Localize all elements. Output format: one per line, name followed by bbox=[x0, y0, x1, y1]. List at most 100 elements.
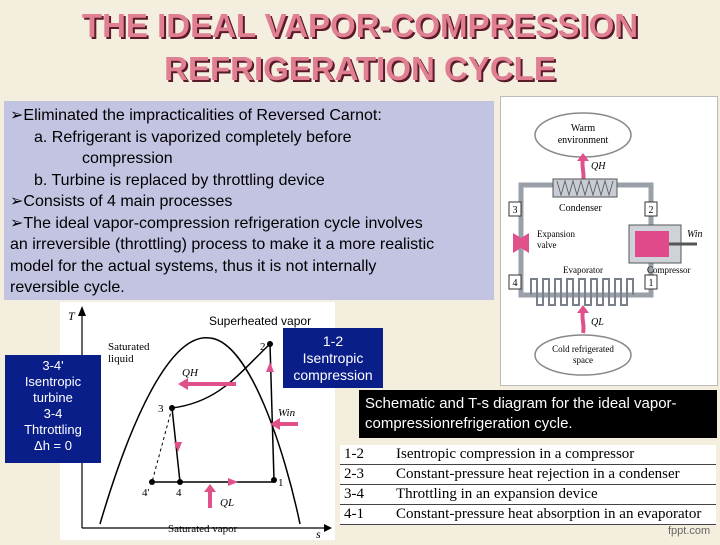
t-axis-label: T bbox=[68, 309, 76, 323]
expansion-label: valve bbox=[537, 240, 557, 250]
title-line-1: THE IDEAL VAPOR-COMPRESSION bbox=[81, 7, 639, 44]
state-label: 4' bbox=[142, 487, 150, 499]
cold-space-label: Cold refrigerated bbox=[552, 344, 614, 354]
state-label: 3 bbox=[158, 403, 164, 415]
schematic-diagram: Warm environment QH Condenser 3 2 4 1 Ex… bbox=[508, 112, 703, 376]
state-number: 4 bbox=[513, 278, 518, 289]
process-number: 4-1 bbox=[340, 504, 392, 525]
condenser-label: Condenser bbox=[559, 203, 602, 214]
state-point-3 bbox=[169, 405, 175, 411]
footer-watermark: fppt.com bbox=[668, 525, 711, 537]
throttling-info-box: 3-4' Isentropic turbine 3-4 Thtrottling … bbox=[5, 355, 101, 463]
bullet-line: ➢The ideal vapor-compression refrigerati… bbox=[10, 214, 423, 232]
superheated-vapor-label: Superheated vapor bbox=[209, 314, 312, 328]
ql-arrowhead-icon bbox=[577, 305, 589, 313]
title-line-2: REFRIGERATION CYCLE bbox=[164, 50, 556, 87]
info-line: Isentropic bbox=[302, 350, 364, 366]
info-line: 3-4' bbox=[42, 358, 64, 373]
process-table: 1-2 Isentropic compression in a compress… bbox=[340, 445, 716, 525]
ql-arrowhead-icon bbox=[204, 484, 216, 492]
compression-info-box: 1-2 Isentropic compression bbox=[283, 328, 383, 388]
bullet-line: ➢Consists of 4 main processes bbox=[10, 193, 233, 210]
bullet-line: model for the actual systems, thus it is… bbox=[10, 257, 377, 275]
state-point-1 bbox=[271, 477, 277, 483]
win-label: Win bbox=[687, 229, 703, 240]
process-3-4prime bbox=[151, 407, 173, 483]
qh-label: QH bbox=[591, 161, 606, 172]
qh-arrowhead-icon bbox=[178, 378, 188, 390]
table-row: 3-4 Throttling in an expansion device bbox=[340, 484, 716, 505]
state-point-4prime bbox=[149, 479, 155, 485]
state-label: 1 bbox=[278, 477, 284, 489]
condenser-shape bbox=[552, 178, 618, 198]
bullet-line: compression bbox=[82, 150, 173, 167]
process-description: Isentropic compression in a compressor bbox=[392, 445, 716, 465]
process-number: 1-2 bbox=[340, 445, 392, 465]
win-arrowhead-icon bbox=[270, 418, 280, 430]
qh-arrow-icon bbox=[580, 158, 586, 182]
ql-label: QL bbox=[591, 317, 604, 328]
compressor-label: Compressor bbox=[647, 265, 691, 275]
evaporator-label: Evaporator bbox=[563, 265, 603, 275]
evaporator-coil-icon bbox=[530, 278, 634, 306]
process-legend: 1-2 Isentropic compression in a compress… bbox=[340, 445, 716, 525]
sat-liquid-label: Saturated bbox=[108, 341, 150, 353]
process-description: Constant-pressure heat rejection in a co… bbox=[392, 464, 716, 485]
bullet-line: ➢Eliminated the impracticalities of Reve… bbox=[10, 107, 382, 124]
direction-arrow-icon bbox=[266, 362, 274, 372]
warm-env-label: Warm bbox=[571, 123, 595, 134]
state-point-4 bbox=[177, 479, 183, 485]
bullet-line: reversible cycle. bbox=[10, 279, 125, 296]
saturation-dome bbox=[99, 337, 301, 525]
state-number: 2 bbox=[649, 205, 654, 216]
process-description: Constant-pressure heat absorption in an … bbox=[392, 504, 716, 525]
page-title: THE IDEAL VAPOR-COMPRESSION REFRIGERATIO… bbox=[0, 4, 720, 90]
table-row: 4-1 Constant-pressure heat absorption in… bbox=[340, 504, 716, 525]
cold-cloud-icon bbox=[534, 334, 632, 376]
info-line: Thtrottling bbox=[24, 422, 82, 437]
ts-win-label: Win bbox=[278, 407, 296, 419]
info-line: Isentropic bbox=[24, 374, 82, 389]
state-label: 4 bbox=[176, 487, 182, 499]
ts-diagram-svg: T s Saturated liquid Saturated vapor 1 2… bbox=[68, 306, 332, 541]
ts-ql-label: QL bbox=[220, 497, 234, 509]
info-line: 3-4 bbox=[43, 406, 63, 421]
direction-arrow-icon bbox=[228, 478, 238, 486]
table-row: 1-2 Isentropic compression in a compress… bbox=[340, 445, 716, 465]
table-row: 2-3 Constant-pressure heat rejection in … bbox=[340, 464, 716, 485]
info-line: 1-2 bbox=[322, 333, 344, 349]
s-axis-arrow-icon bbox=[324, 524, 332, 532]
state-number: 1 bbox=[649, 278, 654, 289]
refrigeration-schematic: Warm environment QH Condenser 3 2 4 1 Ex… bbox=[500, 96, 718, 386]
expansion-valve-icon bbox=[513, 233, 529, 253]
state-number: 3 bbox=[513, 205, 518, 216]
condenser-coil-icon bbox=[556, 179, 614, 197]
compressor-piston bbox=[635, 231, 669, 257]
cold-space-label: space bbox=[573, 355, 593, 365]
ts-qh-label: QH bbox=[182, 367, 199, 379]
state-box-3 bbox=[508, 201, 522, 217]
bullet-line: an irreversible (throttling) process to … bbox=[10, 236, 435, 253]
process-number: 3-4 bbox=[340, 484, 392, 505]
s-axis-label: s bbox=[316, 527, 321, 540]
bullet-line: a. Refrigerant is vaporized completely b… bbox=[34, 128, 352, 146]
info-line: compression bbox=[293, 367, 373, 383]
process-description: Throttling in an expansion device bbox=[392, 484, 716, 505]
t-axis-arrow-icon bbox=[78, 306, 86, 316]
sat-liquid-label: liquid bbox=[108, 353, 134, 365]
direction-arrow-icon bbox=[174, 442, 182, 452]
state-box-4 bbox=[508, 274, 522, 290]
warm-env-label: environment bbox=[558, 135, 609, 146]
qh-arrowhead-icon bbox=[577, 153, 589, 161]
state-point-2 bbox=[267, 341, 273, 347]
sat-vapor-label: Saturated vapor bbox=[168, 523, 238, 535]
process-number: 2-3 bbox=[340, 464, 392, 485]
figure-caption: Schematic and T-s diagram for the ideal … bbox=[359, 390, 717, 438]
state-box-1 bbox=[644, 274, 658, 290]
state-box-2 bbox=[644, 201, 658, 217]
ql-arrow-icon bbox=[580, 310, 586, 334]
expansion-label: Expansion bbox=[537, 229, 575, 239]
info-line: turbine bbox=[33, 390, 73, 405]
state-label: 2 bbox=[260, 341, 266, 353]
info-line: Δh = 0 bbox=[34, 438, 72, 453]
